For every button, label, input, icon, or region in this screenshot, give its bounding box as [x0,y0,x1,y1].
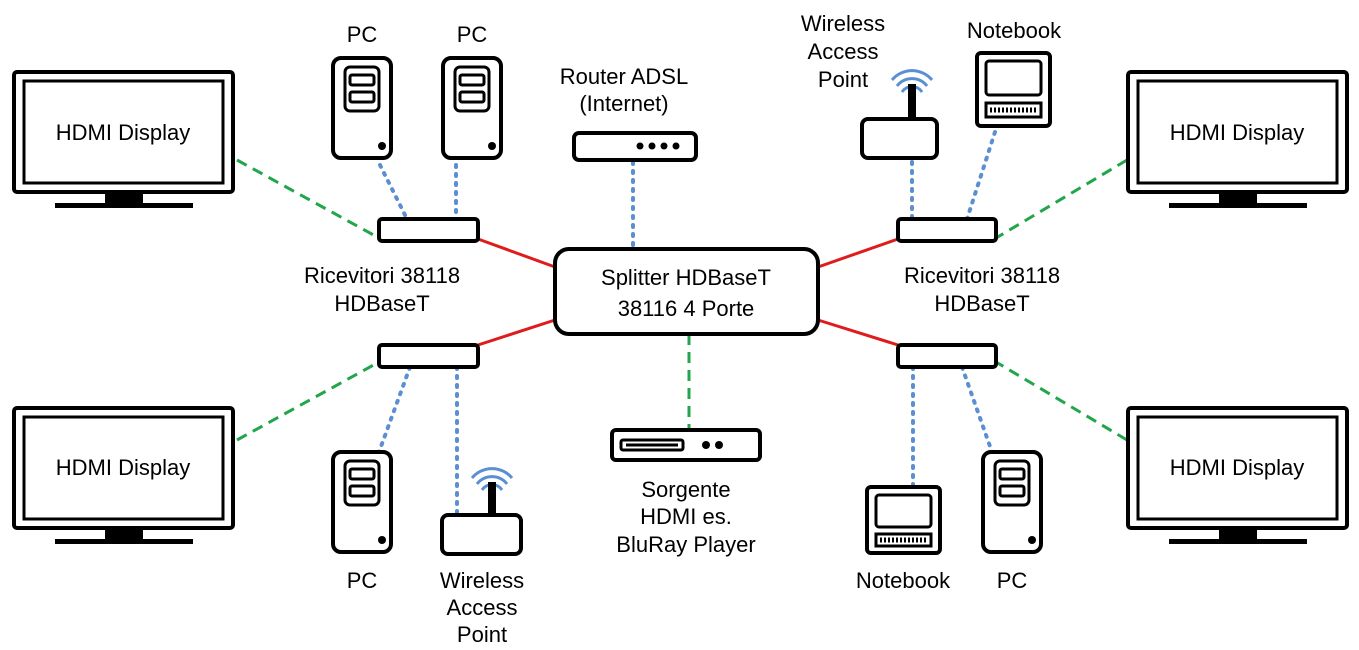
hdmi-display-bottom-right: HDMI Display [1126,406,1349,544]
receiver-top-left [377,217,480,243]
splitter-label-line-2: 38116 4 Porte [618,296,755,321]
hdmi-source: Sorgente HDMI es. BluRay Player [610,428,762,557]
hdmi-display-top-right: HDMI Display [1126,70,1349,208]
hdmi-display-label: HDMI Display [56,455,190,480]
source-label-line-1: Sorgente [641,477,730,502]
splitter-hdbaset: Splitter HDBaseT 38116 4 Porte [553,247,820,336]
notebook-icon [865,485,942,555]
connections [236,130,1128,515]
pc-tower-icon [441,56,503,160]
pc-tower-icon [981,450,1043,554]
notebook-icon [975,51,1052,128]
wap-label-line-2: Access [447,595,518,620]
wap-label-line-1: Wireless [801,11,885,36]
pc-label: PC [997,568,1028,593]
receiver-icon [896,343,998,369]
hdbaset-links [477,237,899,347]
wireless-access-point-icon [440,467,523,556]
ethernet-link-pc-bottom-left [377,365,412,454]
router-label-line-2: (Internet) [579,91,668,116]
pc-top-2: PC [441,22,503,160]
hdmi-display-label: HDMI Display [56,120,190,145]
ethernet-link-notebook-top [965,130,997,221]
pc-tower-icon [331,450,393,554]
monitor-icon [1126,70,1349,208]
hdmi-display-bottom-left: HDMI Display [12,406,235,544]
hdbaset-link-bottom-right [817,318,899,347]
wap-label-line-3: Point [818,67,868,92]
receiver-top-right [896,217,998,243]
splitter-label-line-1: Splitter HDBaseT [601,265,771,290]
pc-label: PC [347,22,378,47]
router-adsl: Router ADSL (Internet) [560,64,698,162]
wap-label-line-2: Access [808,39,879,64]
receivers-label-right: Ricevitori 38118 HDBaseT [904,263,1060,316]
hdbaset-link-bottom-left [477,318,556,347]
router-label-line-1: Router ADSL [560,64,688,89]
monitor-icon [1126,406,1349,544]
ethernet-link-pc-bottom-right [960,365,994,454]
receiver-bottom-right [896,343,998,369]
hdmi-links [236,158,1128,442]
wap-label-line-1: Wireless [440,568,524,593]
bluray-player-icon [610,428,762,462]
ethernet-links [377,130,997,515]
pc-bottom-left: PC [331,450,393,593]
pc-tower-icon [331,56,393,160]
hdmi-display-label: HDMI Display [1170,455,1304,480]
receivers-label-line-2: HDBaseT [934,291,1029,316]
notebook-bottom: Notebook [856,485,951,593]
receiver-icon [377,217,480,243]
hdmi-display-label: HDMI Display [1170,120,1304,145]
hdmi-link-bottom-left [236,360,380,442]
source-label-line-2: HDMI es. [640,504,732,529]
notebook-top: Notebook [967,18,1062,128]
wap-label-line-3: Point [457,622,507,647]
hdmi-display-top-left: HDMI Display [12,70,235,208]
monitor-icon [12,406,235,544]
hdbaset-link-top-left [477,237,556,269]
hdmi-link-bottom-right [995,360,1128,442]
ethernet-link-pc-top-1 [378,163,409,221]
notebook-label: Notebook [856,568,951,593]
pc-label: PC [457,22,488,47]
wap-top: Wireless Access Point [801,11,939,160]
wireless-access-point-icon [860,69,939,160]
monitor-icon [12,70,235,208]
receivers-label-line-1: Ricevitori 38118 [304,263,460,288]
receivers-label-left: Ricevitori 38118 HDBaseT [304,263,460,316]
hdmi-link-top-left [236,158,380,240]
source-label-line-3: BluRay Player [616,532,755,557]
router-icon [572,131,698,162]
receivers-label-line-2: HDBaseT [334,291,429,316]
receivers-label-line-1: Ricevitori 38118 [904,263,1060,288]
receiver-icon [896,217,998,243]
pc-bottom-right: PC [981,450,1043,593]
notebook-label: Notebook [967,18,1062,43]
hdbaset-link-top-right [817,237,899,269]
receiver-icon [377,343,480,369]
receiver-bottom-left [377,343,480,369]
wap-bottom: Wireless Access Point [440,467,524,647]
pc-top-1: PC [331,22,393,160]
pc-label: PC [347,568,378,593]
hdmi-link-top-right [995,158,1128,240]
